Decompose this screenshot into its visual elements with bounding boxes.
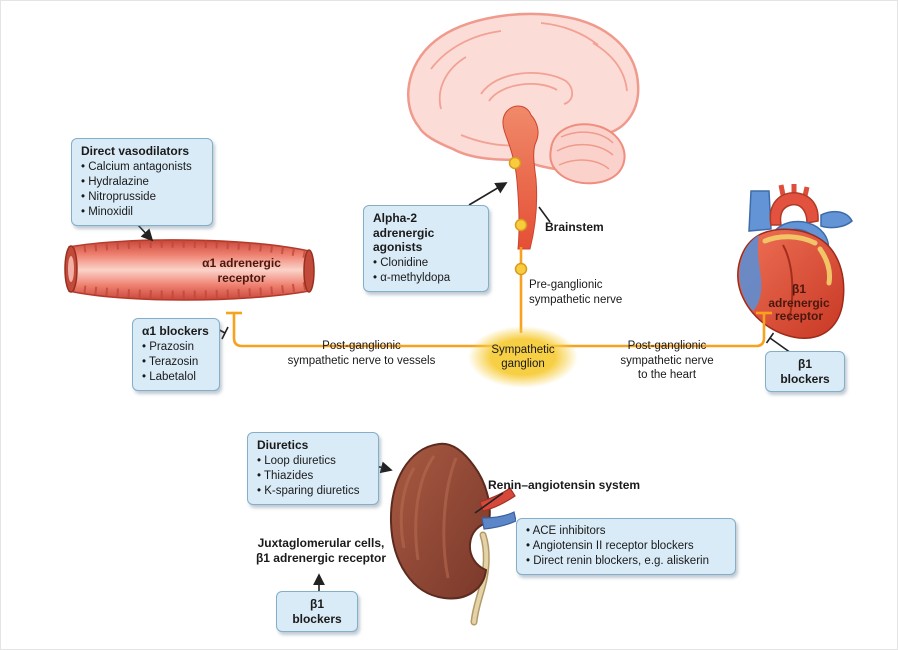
box-item: • Clonidine [373, 256, 429, 269]
box-title: Direct vasodilators [81, 144, 190, 158]
pulmonary-veins [820, 210, 853, 229]
box-title: Alpha-2 adrenergic agonists [373, 211, 435, 254]
heart-illustration [737, 184, 853, 339]
coronary-vessel [782, 244, 794, 322]
beta1-receptor-label: β1 adrenergic receptor [768, 282, 830, 323]
postganglionic-vessels-label: Post-ganglionic sympathetic nerve to ves… [287, 340, 436, 367]
box-item: • Nitroprusside [81, 190, 156, 203]
alpha1-receptor-label: α1 adrenergic receptor [202, 256, 281, 285]
juxtaglomerular-label: Juxtaglomerular cells, β1 adrenergic rec… [255, 536, 387, 565]
box-title: β1 blockers [292, 597, 342, 626]
raas-inhibitors-box: • ACE inhibitors • Angiotensin II recept… [516, 518, 736, 575]
beta1-blockers-heart-box: β1 blockers [765, 351, 845, 392]
box-item: • Thiazides [257, 469, 314, 482]
box-item: • Calcium antagonists [81, 160, 192, 173]
cerebellum [549, 123, 626, 185]
box-item: • Labetalol [142, 370, 196, 383]
box-item: • Terazosin [142, 355, 199, 368]
diuretics-box: Diuretics • Loop diuretics • Thiazides •… [247, 432, 379, 505]
box-item: • Loop diuretics [257, 454, 336, 467]
kidney-texture [399, 455, 458, 579]
epicardial-fat [762, 234, 832, 286]
right-atrium-blue [739, 235, 762, 311]
box-item: • α-methyldopa [373, 271, 451, 284]
renin-angiotensin-label: Renin–angiotensin system [488, 478, 641, 492]
vessel-open-end-right [303, 249, 315, 293]
blood-vessel-illustration [64, 239, 315, 301]
renal-vein [481, 511, 516, 530]
svc-vessel [748, 190, 772, 232]
alpha2-agonists-box: Alpha-2 adrenergic agonists • Clonidine … [363, 205, 489, 292]
brain-illustration [407, 12, 640, 250]
box-title: β1 blockers [780, 357, 830, 386]
box-title: α1 blockers [142, 324, 209, 338]
cerebellum-lines [556, 131, 614, 170]
box-item: • Angiotensin II receptor blockers [526, 540, 694, 552]
box-item: • Minoxidil [81, 205, 133, 218]
box-item: • Hydralazine [81, 175, 149, 188]
heart-body [737, 228, 845, 339]
aorta-branches [778, 184, 810, 197]
beta1-blockers-kidney-box: β1 blockers [276, 591, 358, 632]
brainstem-shape [502, 105, 539, 250]
ureter [470, 531, 490, 626]
preganglionic-nerve-label: Pre-ganglionic sympathetic nerve [529, 279, 623, 306]
gyri-lines [430, 22, 628, 147]
aorta-arch [769, 192, 819, 226]
postganglionic-heart-label: Post-ganglionic sympathetic nerve to the… [620, 340, 714, 381]
alpha1-blockers-box: α1 blockers • Prazosin • Terazosin • Lab… [132, 318, 220, 391]
kidney-illustration [389, 442, 516, 626]
brainstem-label: Brainstem [545, 220, 604, 234]
alpha1-inhibitor-cap [221, 326, 229, 340]
box-title: Diuretics [257, 438, 309, 452]
vessel-lumen-left [68, 256, 74, 282]
box-item: • ACE inhibitors [526, 525, 606, 537]
box-item: • Prazosin [142, 340, 194, 353]
box-item: • K-sparing diuretics [257, 484, 360, 497]
box-item: • Direct renin blockers, e.g. aliskerin [526, 555, 709, 567]
direct-vasodilators-box: Direct vasodilators • Calcium antagonist… [71, 138, 213, 226]
kidney-body [389, 442, 491, 600]
sympathetic-ganglion: Sympathetic ganglion [468, 326, 578, 388]
